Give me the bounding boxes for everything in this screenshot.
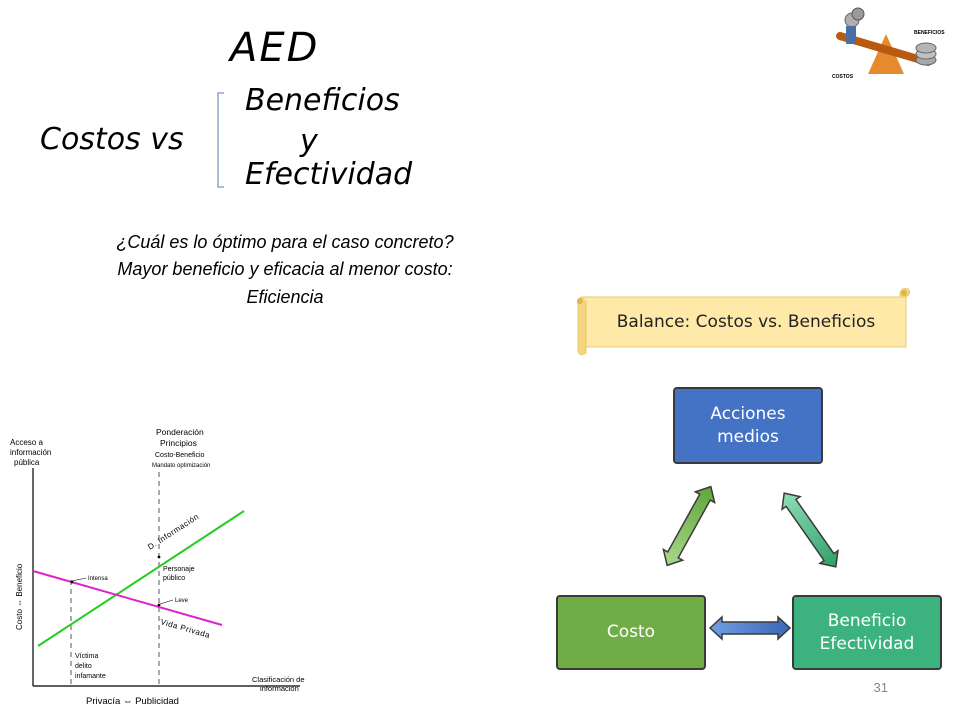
graph-annot-leve: Leve — [175, 598, 189, 604]
cycle-node-beneficio-line-1: Beneficio — [827, 610, 907, 631]
graph-annot-victima-2: delito — [75, 663, 92, 670]
graph-x-axis-label: Privacía ⇔ Publicidad — [86, 696, 179, 707]
arrow-costo-beneficio — [708, 615, 792, 641]
arrow-costo-acciones — [662, 485, 716, 567]
bracket-item-efectividad: Efectividad — [245, 157, 413, 192]
arrow-acciones-beneficio — [781, 492, 839, 568]
scroll-banner — [577, 288, 911, 356]
cycle-node-costo: Costo — [556, 595, 706, 670]
graph-top-label-4: Mandato optimización — [152, 463, 210, 469]
graph-y-axis-label: Costo ⇔ Beneficio — [15, 563, 24, 630]
graph-annot-personaje-2: público — [163, 575, 185, 582]
graph-y-top-label-2: información — [10, 448, 51, 457]
graph-annot-personaje-1: Personaje — [163, 566, 195, 573]
graph-top-label-2: Principios — [160, 438, 197, 448]
cycle-node-acciones-line-1: Acciones — [710, 403, 786, 424]
graph-top-label-1: Ponderación — [156, 427, 204, 437]
graph-top-label-3: Costo-Beneficio — [155, 452, 205, 459]
cycle-node-costo-line-1: Costo — [606, 622, 656, 643]
left-bracket — [217, 92, 224, 188]
costos-vs-label: Costos vs — [40, 122, 184, 157]
graph-annot-victima-3: infamante — [75, 673, 106, 680]
seesaw-clipart: BENEFICIOS COSTOS — [832, 7, 945, 80]
graph-annot-intensa: Intensa — [88, 576, 108, 582]
graph-line-informacion — [37, 510, 245, 647]
cost-benefit-graph: Acceso a información pública Costo ⇔ Ben… — [10, 427, 305, 707]
bracket-item-beneficios: Beneficios — [245, 83, 400, 118]
graph-line-vida-privada — [32, 570, 223, 626]
cycle-node-beneficio-line-2: Efectividad — [819, 633, 915, 654]
graph-x-right-label-2: información — [260, 684, 299, 693]
cycle-node-beneficio: Beneficio Efectividad — [792, 595, 942, 670]
graph-x-right-label-1: Clasificación de — [252, 675, 305, 684]
question-line-1: ¿Cuál es lo óptimo para el caso concreto… — [116, 232, 454, 252]
graph-annot-victima-1: Víctima — [75, 653, 98, 660]
seesaw-illustration — [836, 7, 937, 74]
clipart-label-costos: COSTOS — [832, 74, 854, 80]
question-line-3: Eficiencia — [246, 287, 324, 307]
bracket-item-y: y — [300, 124, 318, 159]
cycle-node-acciones-line-2: medios — [717, 426, 779, 447]
question-line-2: Mayor beneficio y eficacia al menor cost… — [117, 259, 453, 279]
scroll-banner-text: Balance: Costos vs. Beneficios — [616, 312, 876, 332]
graph-y-top-label-1: Acceso a — [10, 438, 43, 447]
clipart-label-beneficios: BENEFICIOS — [914, 30, 945, 36]
cycle-node-acciones: Acciones medios — [673, 387, 823, 464]
graph-y-top-label-3: pública — [14, 458, 40, 467]
page-number: 31 — [873, 680, 888, 695]
slide-title: AED — [230, 25, 320, 71]
